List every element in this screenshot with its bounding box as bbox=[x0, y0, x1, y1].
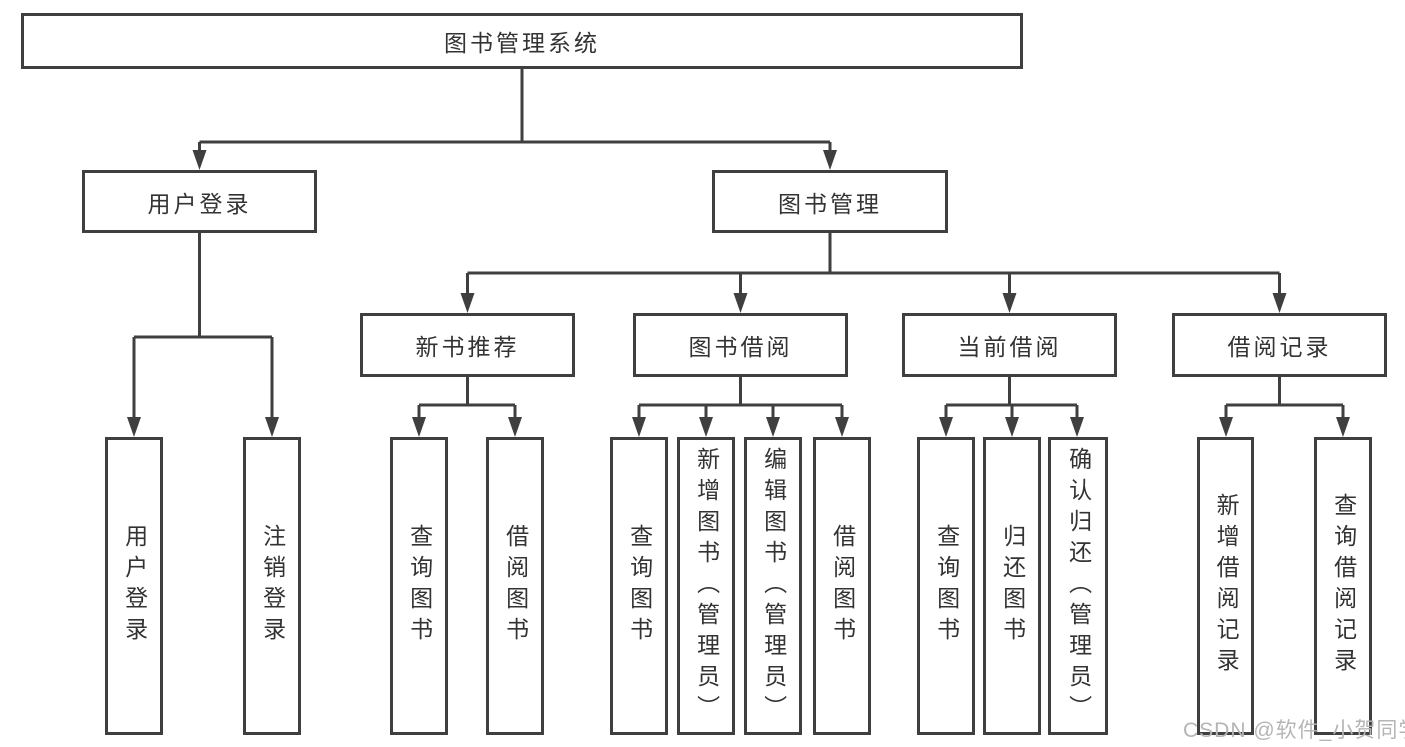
node-root-library-system: 图书管理系统 bbox=[21, 13, 1023, 69]
node-borrow-records: 借阅记录 bbox=[1172, 313, 1387, 377]
leaf-query-borrow-record: 查询借阅记录 bbox=[1314, 437, 1372, 735]
node-new-book-recommend: 新书推荐 bbox=[360, 313, 575, 377]
csdn-watermark: CSDN @软件_小贺同学 bbox=[1183, 719, 1405, 742]
leaf-add-book-admin: 新增图书（管理员） bbox=[677, 437, 735, 735]
leaf-confirm-return-admin: 确认归还（管理员） bbox=[1048, 437, 1108, 735]
leaf-add-borrow-record: 新增借阅记录 bbox=[1197, 437, 1254, 735]
leaf-user-login: 用户登录 bbox=[105, 437, 163, 735]
leaf-return-book: 归还图书 bbox=[983, 437, 1041, 735]
leaf-query-books-current: 查询图书 bbox=[917, 437, 975, 735]
node-book-management: 图书管理 bbox=[712, 170, 948, 233]
tree-edges bbox=[132, 69, 1345, 423]
leaf-query-books-recommend: 查询图书 bbox=[390, 437, 448, 735]
leaf-borrow-books-borrowing: 借阅图书 bbox=[813, 437, 871, 735]
node-current-borrowing: 当前借阅 bbox=[902, 313, 1117, 377]
leaf-borrow-books-recommend: 借阅图书 bbox=[486, 437, 544, 735]
node-book-borrowing: 图书借阅 bbox=[633, 313, 848, 377]
node-user-login: 用户登录 bbox=[82, 170, 317, 233]
leaf-logout: 注销登录 bbox=[243, 437, 301, 735]
leaf-query-books-borrowing: 查询图书 bbox=[610, 437, 668, 735]
leaf-edit-book-admin: 编辑图书（管理员） bbox=[744, 437, 802, 735]
arrowhead-icons bbox=[127, 150, 1350, 437]
